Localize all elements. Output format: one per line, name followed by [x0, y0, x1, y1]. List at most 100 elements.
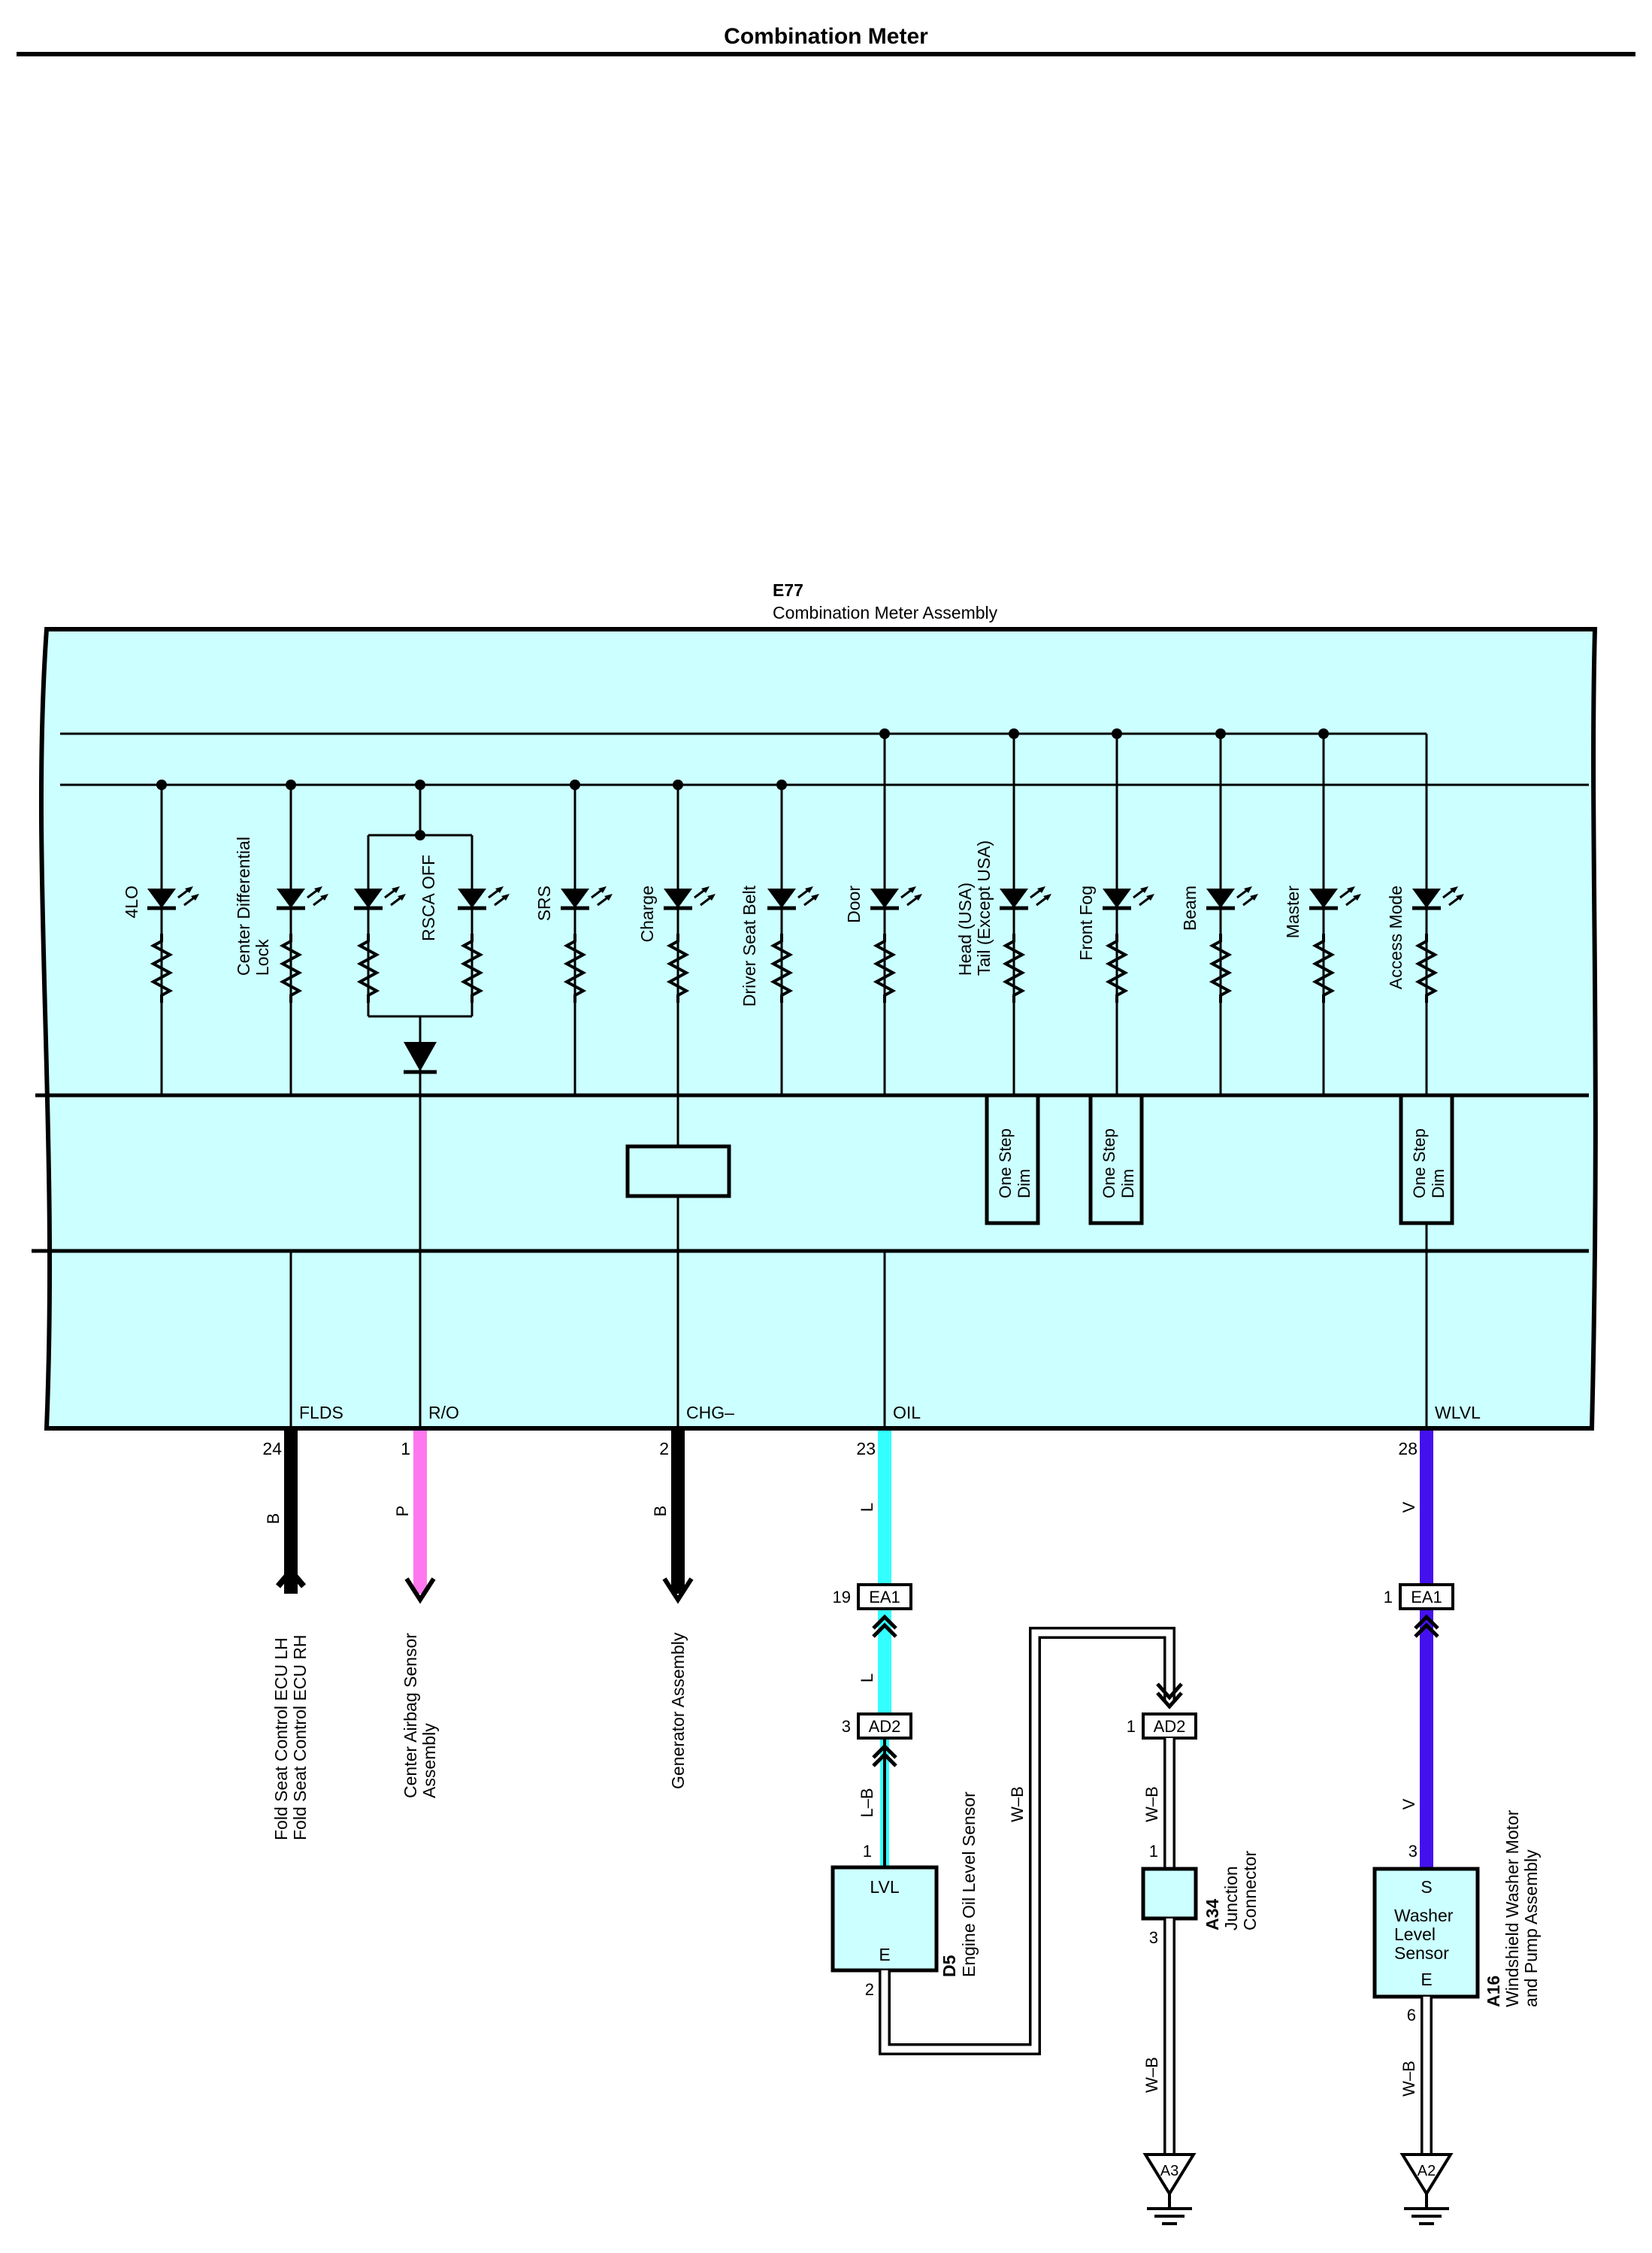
a16-terminal-top: S [1421, 1877, 1432, 1897]
lamp-branch-master [1309, 728, 1361, 1095]
wire-color-flds: B [264, 1513, 283, 1525]
connector-ad2-ground-pin: 1 [1127, 1717, 1136, 1736]
connector-ea1-wlvl-label: EA1 [1411, 1588, 1442, 1606]
wire-color-oil-mid: L [858, 1673, 876, 1682]
wire-oil-ground [879, 1627, 1175, 2055]
label-srs: SRS [534, 886, 554, 921]
terminal-oil: OIL [893, 1403, 921, 1422]
label-door: Door [844, 886, 864, 923]
d5-pin-top: 1 [863, 1842, 872, 1861]
lamp-branch-door [870, 728, 922, 1095]
connector-ad2-oil [857, 1712, 912, 1740]
label-center-differential: Center Differential [234, 837, 253, 976]
lamp-branch-srs [561, 780, 613, 1095]
a16-pin-top: 3 [1408, 1842, 1418, 1861]
arrow-flds [275, 1566, 307, 1588]
lamp-branch-charge [664, 780, 716, 1095]
wire-color-wlvl-lower: V [1399, 1798, 1418, 1809]
label-master: Master [1283, 886, 1303, 939]
lamp-branch-4lo [147, 780, 199, 1095]
label-driver-seat-belt: Driver Seat Belt [740, 885, 759, 1007]
a16-terminal-bottom: E [1421, 1970, 1432, 1989]
terminal-chg: CHG– [686, 1403, 734, 1422]
lamp-branch-front-fog [1103, 728, 1154, 1095]
a16-line-2: Level [1394, 1924, 1436, 1944]
dest-fold-seat-rh: Fold Seat Control ECU RH [290, 1634, 310, 1840]
dim-box-fog [1088, 1093, 1144, 1225]
dest-airbag-2: Assembly [419, 1723, 439, 1798]
connector-ea1-oil-label: EA1 [869, 1588, 900, 1606]
a16-name-1: Windshield Washer Motor [1502, 1809, 1522, 2007]
a34-pin-bottom: 3 [1149, 1928, 1158, 1947]
a16-line-3: Sensor [1394, 1943, 1449, 1963]
label-lock: Lock [253, 939, 272, 976]
wire-color-a16-ground: W–B [1399, 2061, 1418, 2097]
dest-generator: Generator Assembly [668, 1632, 688, 1789]
a16-name-2: and Pump Assembly [1521, 1849, 1541, 2007]
ground-a2-label: A2 [1418, 2163, 1436, 2179]
dim-box-head-line1: One Step [996, 1128, 1015, 1198]
label-beam: Beam [1180, 886, 1200, 931]
charge-circuit-box [625, 1144, 731, 1198]
connector-ad2-oil-pin: 3 [842, 1717, 851, 1736]
connector-ea1-oil [857, 1583, 912, 1610]
wire-color-a34-upper: W–B [1142, 1786, 1161, 1822]
label-charge: Charge [637, 886, 657, 942]
dest-airbag-1: Center Airbag Sensor [401, 1633, 420, 1798]
dim-box-fog-line1: One Step [1100, 1128, 1118, 1198]
dim-box-head-line2: Dim [1015, 1169, 1033, 1198]
a34-name-1: Junction [1221, 1866, 1241, 1930]
lamp-branch-head-tail [1000, 728, 1051, 1095]
wire-color-chg: B [651, 1506, 670, 1517]
a16-line-1: Washer [1394, 1906, 1454, 1925]
a16-pin-bottom: 6 [1407, 2006, 1416, 2024]
pin-chg: 2 [659, 1439, 669, 1458]
a16-sensor-box [1372, 1867, 1480, 1999]
terminal-flds: FLDS [299, 1403, 343, 1422]
lamp-branch-beam [1206, 728, 1258, 1095]
page-title: Combination Meter [724, 24, 928, 49]
dest-fold-seat-lh: Fold Seat Control ECU LH [271, 1637, 291, 1840]
meter-body [38, 627, 1598, 1431]
wire-color-oil-ground: W–B [1008, 1786, 1027, 1822]
connector-ea1-oil-pin: 19 [833, 1588, 851, 1606]
wire-color-oil-upper: L [858, 1503, 876, 1512]
dim-box-head [985, 1093, 1040, 1225]
label-access-mode: Access Mode [1386, 886, 1405, 989]
meter-code: E77 [773, 580, 803, 600]
wire-color-a34-lower: W–B [1142, 2057, 1161, 2093]
arrow-oil-ground [1156, 1682, 1183, 1700]
d5-sensor-box [831, 1865, 939, 1973]
arrow-oil-ground-2 [1156, 1691, 1183, 1709]
label-4lo: 4LO [122, 886, 141, 918]
a16-code: A16 [1484, 1976, 1503, 2007]
d5-terminal-top: LVL [870, 1877, 899, 1897]
label-front-fog: Front Fog [1076, 886, 1096, 961]
connector-ad2-ground-label: AD2 [1154, 1717, 1186, 1736]
terminal-ro: R/O [428, 1403, 459, 1422]
d5-code: D5 [939, 1955, 959, 1977]
label-head-usa: Head (USA) [955, 883, 975, 976]
lamp-branch-driver-seat-belt [767, 780, 819, 1095]
a34-box [1141, 1867, 1198, 1921]
ground-a3-label: A3 [1160, 2163, 1178, 2179]
dim-box-fog-line2: Dim [1118, 1169, 1137, 1198]
dim-box-access-line1: One Step [1410, 1128, 1429, 1198]
wire-color-oil-lower: L–B [858, 1788, 876, 1817]
a34-code: A34 [1203, 1899, 1222, 1930]
pin-wlvl: 28 [1398, 1439, 1418, 1458]
a34-pin-top: 1 [1149, 1842, 1158, 1861]
a34-name-2: Connector [1240, 1851, 1260, 1930]
d5-terminal-bottom: E [879, 1945, 890, 1964]
lamp-branch-rsca-off [354, 780, 510, 1095]
connector-ad2-oil-label: AD2 [869, 1717, 901, 1736]
connector-ea1-wlvl [1399, 1583, 1454, 1610]
lamp-branch-access-mode [1412, 886, 1464, 1095]
dim-box-access-line2: Dim [1429, 1169, 1448, 1198]
pin-ro: 1 [401, 1439, 410, 1458]
label-tail-except-usa: Tail (Except USA) [974, 840, 994, 976]
lamp-branch-center-diff-lock [277, 780, 328, 1095]
arrow-chg [662, 1577, 694, 1604]
pin-flds: 24 [262, 1439, 282, 1458]
